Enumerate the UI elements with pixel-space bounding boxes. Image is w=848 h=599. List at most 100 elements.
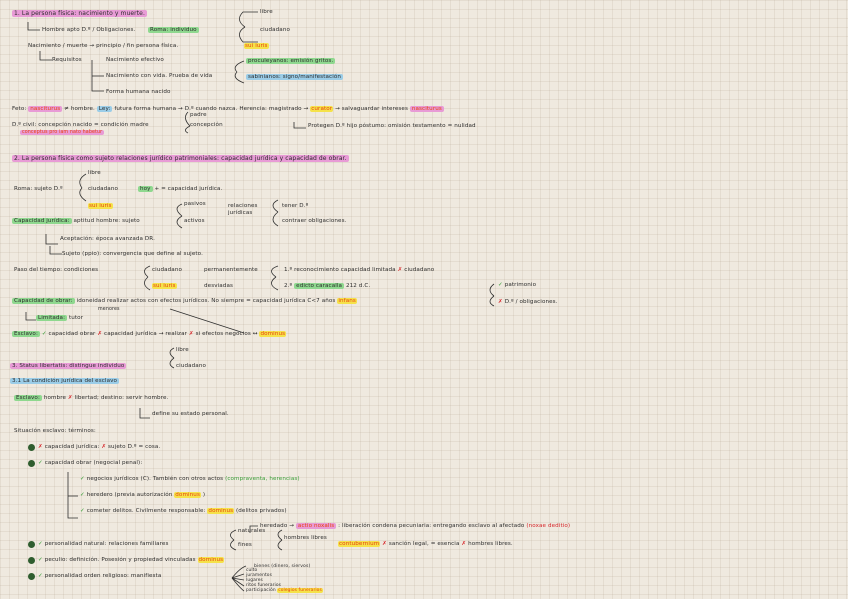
patrimonio: patrimonio: [504, 282, 537, 288]
aceptacion-text: Aceptación: época avanzada DR.: [60, 236, 155, 242]
rel-ritos: ritos funerarios: [246, 583, 282, 588]
capacidad-juridica-label: Capacidad jurídica:: [12, 218, 72, 224]
bullet-5: [28, 573, 35, 580]
x-mark-2: ✗: [498, 299, 503, 305]
hoy-label: hoy: [138, 186, 153, 192]
paso-2-post: 212 d.C.: [345, 283, 371, 289]
limitada-label: Limitada:: [36, 315, 68, 321]
fines: fines: [238, 542, 252, 548]
check-mark-6: ✓: [80, 508, 85, 514]
sui-iuris-3: sui iuris: [152, 283, 177, 289]
requisito-1: Nacimiento efectivo: [106, 57, 164, 63]
obligaciones: D.º / obligaciones.: [504, 299, 558, 305]
x-mark-5: ✗: [67, 395, 73, 401]
tener-derecho: tener D.º: [282, 203, 309, 209]
check-mark-7: ✓: [38, 541, 43, 547]
compraventa-herencias: (compraventa, herencias): [225, 476, 300, 482]
paso-1: 1.º reconocimiento capacidad limitada: [284, 267, 396, 273]
sui-iuris-1: sui iuris: [244, 43, 269, 49]
dominus-4: dominus: [197, 557, 225, 563]
peculio-bienes: bienes (dinero, siervos): [254, 564, 311, 569]
colegios-funerarios: colegios funerarios: [277, 588, 323, 593]
ley-text: futura forma humana → D.º cuando nazca. …: [114, 106, 309, 112]
x-mark-1: ✗: [397, 267, 403, 273]
check-mark-8: ✓: [38, 557, 43, 563]
feto-label: Feto:: [12, 106, 27, 112]
dominus-1: dominus: [259, 331, 287, 337]
x-mark-8: ✗: [382, 541, 387, 547]
hombres-libres-2: hombres libres.: [468, 541, 513, 547]
sabinianos: sabinianos: signo/manifestación: [246, 74, 344, 80]
nacimiento-muerte: Nacimiento / muerte → principio / fin pe…: [28, 43, 179, 49]
esclavo-obrar: capacidad obrar: [48, 331, 96, 337]
salvaguardar: → salvaguardar intereses: [335, 106, 408, 112]
pasivos-label: pasivos: [184, 201, 206, 207]
requisitos-label: Requisitos: [52, 57, 82, 63]
section-3-1-title: 3.1 La condición jurídica del esclavo: [10, 378, 120, 384]
heredero-close: ): [202, 492, 206, 498]
dominus-2: dominus: [174, 492, 201, 498]
hombre-text: Hombre apto D.º / Obligaciones.: [42, 27, 136, 33]
bullet-2: [28, 460, 35, 467]
x-mark-9: ✗: [461, 541, 467, 547]
x-mark-3: ✗: [97, 331, 103, 337]
feto-post: ≠ hombre.: [64, 106, 95, 112]
si-efectos: si efectos negocios ↔: [195, 331, 258, 337]
rel-juramentos: juramentos: [246, 573, 272, 578]
capacidad-obrar-text: idoneidad realizar actos con efectos jur…: [76, 298, 336, 304]
libre-3: libre: [176, 347, 189, 353]
check-mark-9: ✓: [38, 573, 43, 579]
check-mark-3: ✓: [38, 460, 43, 466]
bullet-4: [28, 557, 35, 564]
personalidad-religiosa: personalidad orden religioso: manifiesta: [44, 573, 162, 579]
realizar: realizar: [165, 331, 187, 337]
roma-sujeto: Roma: sujeto D.º: [14, 186, 63, 192]
rel-participacion: participación: [246, 588, 276, 593]
x-mark-4: ✗: [188, 331, 194, 337]
padre-label: padre: [190, 112, 207, 118]
desviadas: desviadas: [204, 283, 233, 289]
requisito-2: Nacimiento con vida. Prueba de vida: [106, 73, 213, 79]
noxae-deditio: (noxae deditio): [526, 523, 571, 529]
relaciones-juridicas: relaciones jurídicas: [228, 203, 258, 216]
negocios-juridicos: negocios jurídicos (C). También con otro…: [86, 476, 224, 482]
heredero: heredero (previa autorización: [86, 492, 173, 498]
status-libertatis: 3. Status libertatis: distingue individu…: [10, 363, 127, 369]
cometer-delitos: cometer delitos. Civilmente responsable:: [86, 508, 206, 514]
situacion-esclavo: Situación esclavo: términos:: [14, 428, 96, 434]
ciudadano-3: ciudadano: [152, 267, 182, 273]
sujeto-ppio: Sujeto (ppio): convergencia que define a…: [62, 251, 203, 257]
esclavo-label-1: Esclavo:: [12, 331, 40, 337]
libre-2: libre: [88, 170, 101, 176]
ciudadano-label: ciudadano: [260, 27, 290, 33]
menores: menores: [98, 307, 120, 312]
esclavo-label-2: Esclavo:: [14, 395, 42, 401]
concepcion-label: concepción: [190, 122, 223, 128]
termino-1: capacidad jurídica:: [44, 444, 100, 450]
paso-2: 2.º: [284, 283, 293, 289]
roma-individuo: Roma: individuo: [148, 27, 199, 33]
capacidad-juridica-text: aptitud hombre: sujeto: [73, 218, 140, 224]
infans: infans: [337, 298, 357, 304]
termino-2: capacidad obrar (negocial penal):: [44, 460, 143, 466]
check-mark-1: ✓: [498, 282, 503, 288]
esclavo-destino: libertad; destino: servir hombre.: [74, 395, 169, 401]
requisito-3: Forma humana nacido: [106, 89, 171, 95]
naturales: naturales: [238, 528, 266, 534]
ciudadano-2: ciudadano: [88, 186, 118, 192]
esclavo-juridica: capacidad jurídica: [104, 331, 157, 337]
tutor: tutor: [68, 315, 84, 321]
nasciturus-2: nasciturus: [409, 106, 444, 112]
libre-label: libre: [260, 9, 273, 15]
rel-culto: culto: [246, 568, 258, 573]
heredado: heredado →: [260, 523, 295, 529]
section-2-title: 2. La persona física como sujeto relacio…: [12, 155, 349, 162]
liberacion: : liberación condena pecuniaria: entrega…: [338, 523, 525, 529]
section-1-title: 1. La persona física: nacimiento y muert…: [12, 10, 147, 17]
capacidad-obrar-label: Capacidad de obrar:: [12, 298, 75, 304]
conceptus-quote: conceptus pro iam nato habetur: [20, 130, 105, 135]
ciudadano-4: ciudadano: [176, 363, 206, 369]
x-mark-6: ✗: [38, 444, 43, 450]
actio-noxalis: actio noxalis: [295, 523, 337, 529]
